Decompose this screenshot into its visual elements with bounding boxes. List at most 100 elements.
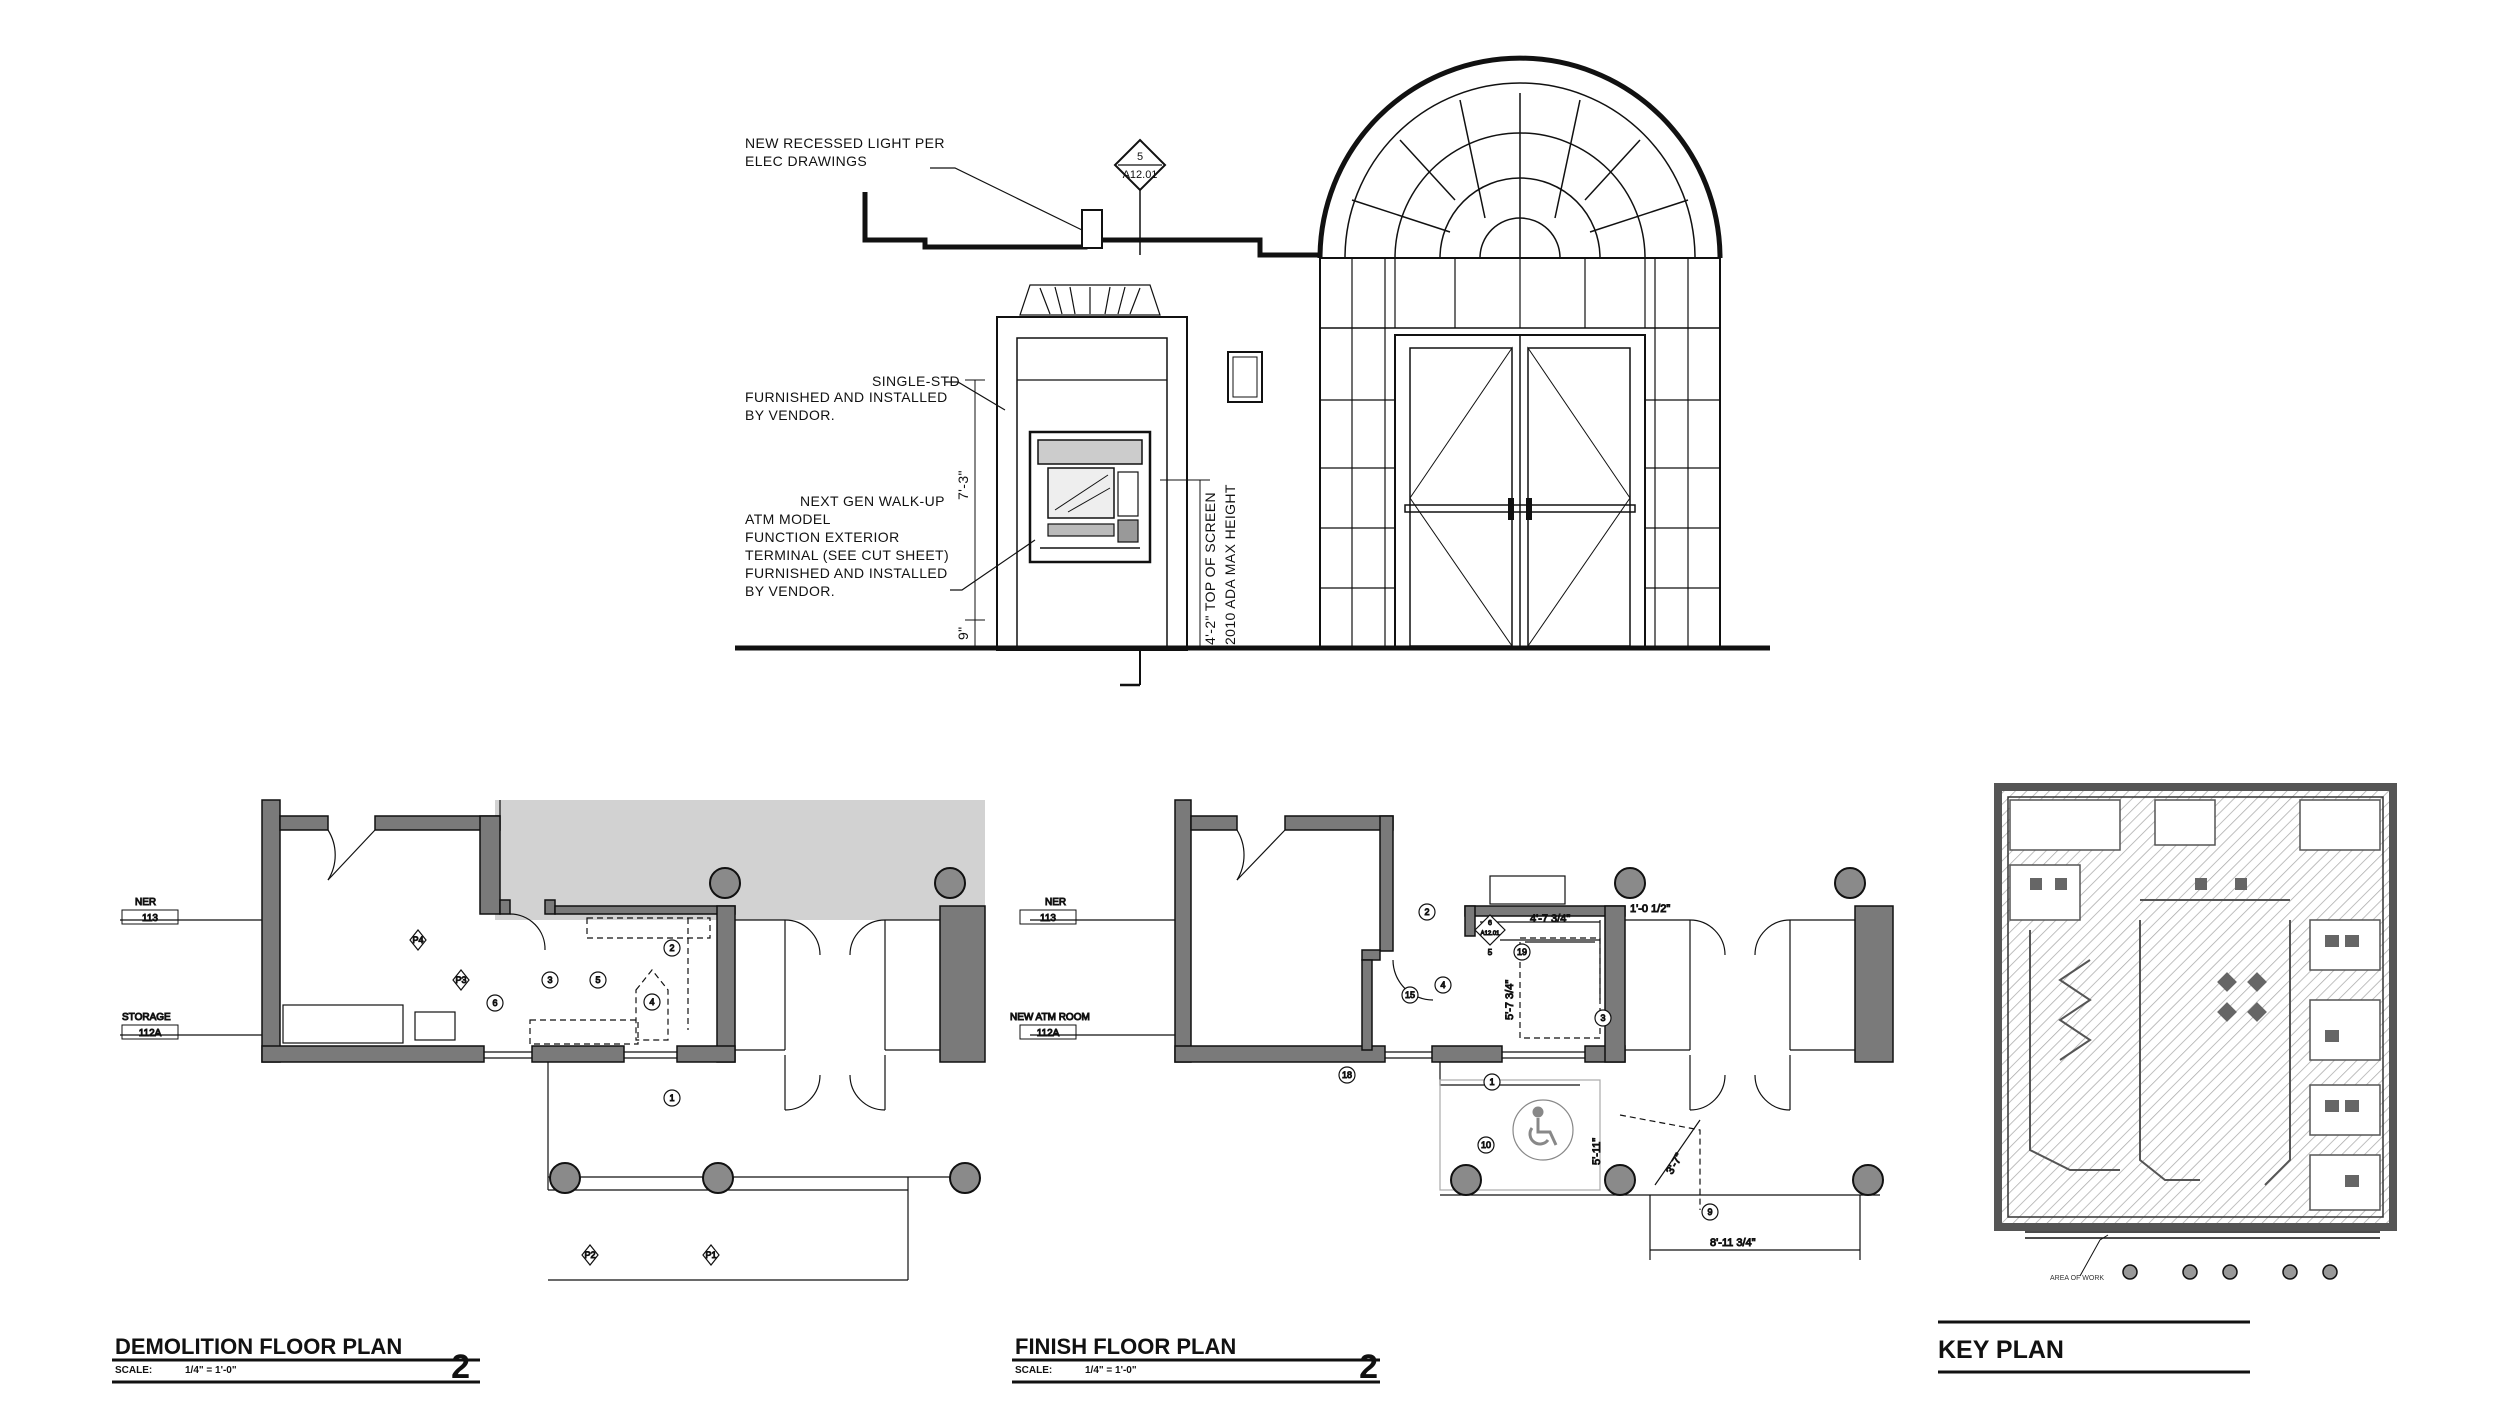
atm-note-5: FURNISHED AND INSTALLED [745, 565, 948, 581]
column [2122, 1264, 2138, 1280]
column [709, 867, 741, 899]
single-std-note-1: SINGLE-STD [872, 373, 960, 389]
finish-keynote: 9 [1707, 1207, 1712, 1217]
atm-machine [1028, 430, 1152, 564]
demo-shaded-area [495, 800, 985, 920]
demo-columns [549, 867, 981, 1194]
finish-room-name: NER [1045, 897, 1066, 908]
demo-room-name: NER [135, 897, 156, 908]
finish-section-sub: 5 [1488, 948, 1493, 957]
key-plan: AREA OF WORK [1994, 783, 2397, 1282]
section-tag-number: 5 [1137, 151, 1143, 163]
dim-7-3: 7'-3" [955, 470, 971, 500]
column [1834, 867, 1866, 899]
demo-room-name: STORAGE [122, 1012, 171, 1023]
finish-dim: 5'-7 3/4" [1504, 980, 1516, 1020]
light-note-2: ELEC DRAWINGS [745, 153, 867, 169]
demo-keynote: 1 [669, 1093, 674, 1103]
finish-dim: 4'-7 3/4" [1530, 913, 1570, 925]
wall-window [1227, 351, 1263, 403]
column [949, 1162, 981, 1194]
demo-room-num: 113 [142, 913, 158, 924]
demolition-plan: 1 2 3 5 6 4 P4 P3 P2 P1 NER 113 STORAGE … [120, 799, 986, 1281]
single-std-leader [945, 381, 1006, 411]
demo-keynote: 6 [492, 998, 497, 1008]
accessible-symbol-icon [1528, 1106, 1558, 1146]
finish-room-num: 112A [1037, 1028, 1060, 1039]
column [2282, 1264, 2298, 1280]
finish-keynote: 15 [1405, 990, 1415, 1000]
dim-ada-height: 2010 ADA MAX HEIGHT [1222, 484, 1238, 645]
dim-9: 9" [955, 626, 971, 640]
column [1450, 1164, 1482, 1196]
atm-note-4: TERMINAL (SEE CUT SHEET) [745, 547, 949, 563]
demo-keynote: 4 [649, 997, 654, 1007]
finish-room-name: NEW ATM ROOM [1010, 1012, 1090, 1023]
column [702, 1162, 734, 1194]
column [549, 1162, 581, 1194]
column [934, 867, 966, 899]
demo-keynote: 3 [547, 975, 552, 985]
finish-dim: 5'-11" [1591, 1138, 1603, 1165]
finish-keynote: 1 [1489, 1077, 1494, 1087]
finish-dim: 8'-11 3/4" [1710, 1237, 1756, 1249]
finish-keynote: 2 [1424, 907, 1429, 917]
finish-plan: 1 2 3 4 9 10 15 18 19 6 A12.01 5 4'-7 3/… [1010, 799, 1894, 1260]
demolition-plan-title: DEMOLITION FLOOR PLAN [115, 1334, 402, 1359]
finish-plan-title: FINISH FLOOR PLAN [1015, 1334, 1236, 1359]
finish-keynote: 4 [1440, 980, 1445, 990]
column [1614, 867, 1646, 899]
column [2182, 1264, 2198, 1280]
demo-photo-tag: P4 [412, 935, 423, 945]
finish-keynote: 19 [1517, 947, 1527, 957]
light-note-1: NEW RECESSED LIGHT PER [745, 135, 945, 151]
key-plan-title: KEY PLAN [1938, 1336, 2064, 1364]
light-leader [930, 167, 1083, 231]
atm-leader [950, 539, 1036, 591]
demolition-scale-value: 1/4" = 1'-0" [185, 1365, 237, 1376]
finish-scale-value: 1/4" = 1'-0" [1085, 1365, 1137, 1376]
atm-elevation: 5 A12.01 [735, 55, 1770, 687]
section-tag-elevation [1113, 138, 1167, 192]
atm-note-6: BY VENDOR. [745, 583, 835, 599]
finish-dim: 1'-0 1/2" [1630, 903, 1670, 915]
demolition-scale-label: SCALE: [115, 1365, 152, 1376]
section-tag-sheet: A12.01 [1123, 169, 1158, 181]
finish-section-sheet: A12.01 [1480, 931, 1500, 937]
dim-top-screen: 4'-2" TOP OF SCREEN [1202, 492, 1218, 645]
finish-keynote: 3 [1600, 1013, 1605, 1023]
demo-photo-tag: P3 [455, 975, 466, 985]
finish-plan-number: 2 [1359, 1348, 1378, 1386]
demo-photo-tag: P2 [584, 1250, 595, 1260]
column [1604, 1164, 1636, 1196]
demolition-plan-number: 2 [451, 1348, 470, 1386]
finish-dim: 3'-7" [1664, 1151, 1685, 1176]
demo-keynote: 2 [669, 943, 674, 953]
demo-keynote: 5 [595, 975, 600, 985]
single-std-note-3: BY VENDOR. [745, 407, 835, 423]
finish-scale-label: SCALE: [1015, 1365, 1052, 1376]
column [2222, 1264, 2238, 1280]
demolition-title-block: DEMOLITION FLOOR PLAN SCALE: 1/4" = 1'-0… [112, 1334, 480, 1386]
elevation-notes: NEW RECESSED LIGHT PER ELEC DRAWINGS SIN… [745, 135, 1238, 645]
demo-room-num: 112A [139, 1028, 162, 1039]
finish-section-number: 6 [1488, 920, 1492, 927]
atm-note-1: NEXT GEN WALK-UP [800, 493, 945, 509]
finish-keynote: 10 [1481, 1140, 1491, 1150]
area-of-work-note: AREA OF WORK [2050, 1275, 2104, 1282]
column [2322, 1264, 2338, 1280]
atm-sign-fan [1019, 284, 1161, 316]
finish-columns [1450, 867, 1884, 1196]
key-plan-title-block: KEY PLAN [1938, 1320, 2250, 1374]
finish-room-num: 113 [1040, 913, 1056, 924]
finish-title-block: FINISH FLOOR PLAN SCALE: 1/4" = 1'-0" 2 [1012, 1334, 1380, 1386]
arched-storefront [1317, 55, 1723, 649]
atm-note-3: FUNCTION EXTERIOR [745, 529, 900, 545]
demo-photo-tag: P1 [705, 1250, 716, 1260]
finish-keynote: 18 [1342, 1070, 1352, 1080]
single-std-note-2: FURNISHED AND INSTALLED [745, 389, 948, 405]
recessed-light [1081, 209, 1103, 249]
column [1852, 1164, 1884, 1196]
atm-note-2: ATM MODEL [745, 511, 831, 527]
